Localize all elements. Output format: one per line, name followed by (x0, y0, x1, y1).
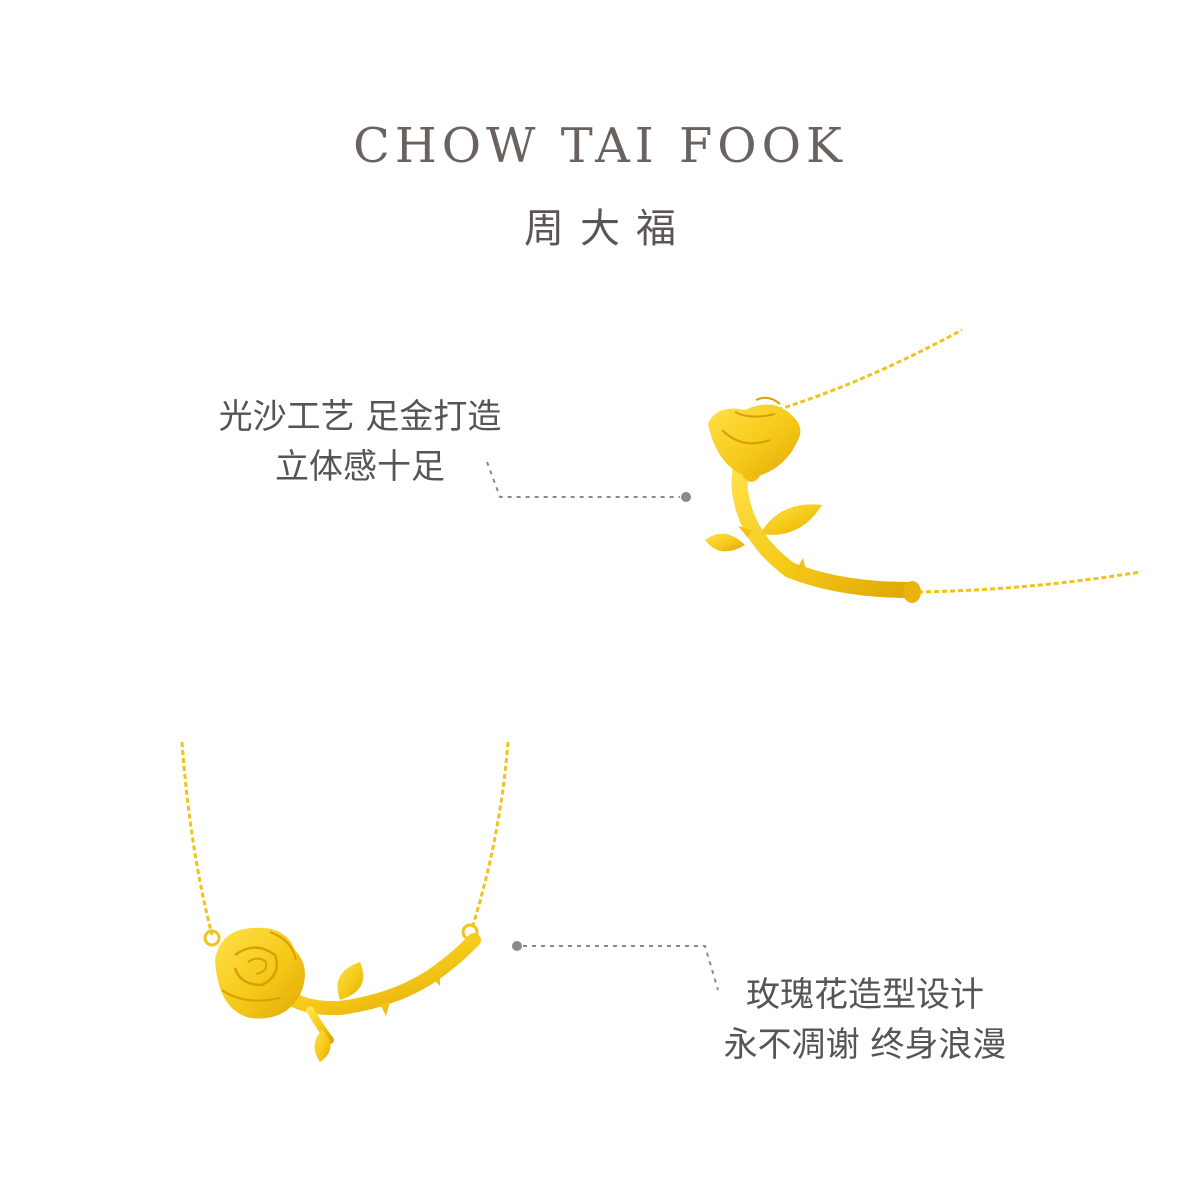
bottom-chain-right (470, 741, 510, 929)
brand-name-en: CHOW TAI FOOK (353, 118, 847, 174)
callout-bottom-leader (512, 941, 719, 991)
bottom-necklace-image (180, 741, 510, 1062)
brand-name-cn: 周大福 (524, 206, 692, 252)
top-rose-stem (731, 454, 918, 598)
top-necklace-image (705, 328, 1141, 603)
callout-top-text: 光沙工艺 足金打造 立体感十足 (200, 392, 520, 492)
callout-top-line2: 立体感十足 (275, 447, 445, 487)
top-rose-leaf-left (705, 533, 745, 552)
top-rose-bud (708, 396, 801, 482)
bottom-rose-flower (215, 927, 305, 1019)
callout-bottom-line1: 玫瑰花造型设计 (746, 975, 984, 1015)
bottom-chain-left (180, 741, 214, 936)
bottom-rose-leaf-upper (337, 962, 364, 1000)
top-rose-leaf-right (760, 504, 822, 535)
callout-bottom-text: 玫瑰花造型设计 永不凋谢 终身浪漫 (705, 970, 1025, 1070)
callout-top-leader (486, 461, 691, 502)
callout-top-line1: 光沙工艺 足金打造 (218, 397, 502, 437)
top-chain-lower (917, 570, 1141, 594)
bottom-rose-stem (273, 933, 481, 1016)
bottom-rose-leaf-lower (314, 1030, 331, 1062)
callout-bottom-line2: 永不凋谢 终身浪漫 (723, 1025, 1007, 1065)
top-chain-upper (769, 328, 963, 414)
